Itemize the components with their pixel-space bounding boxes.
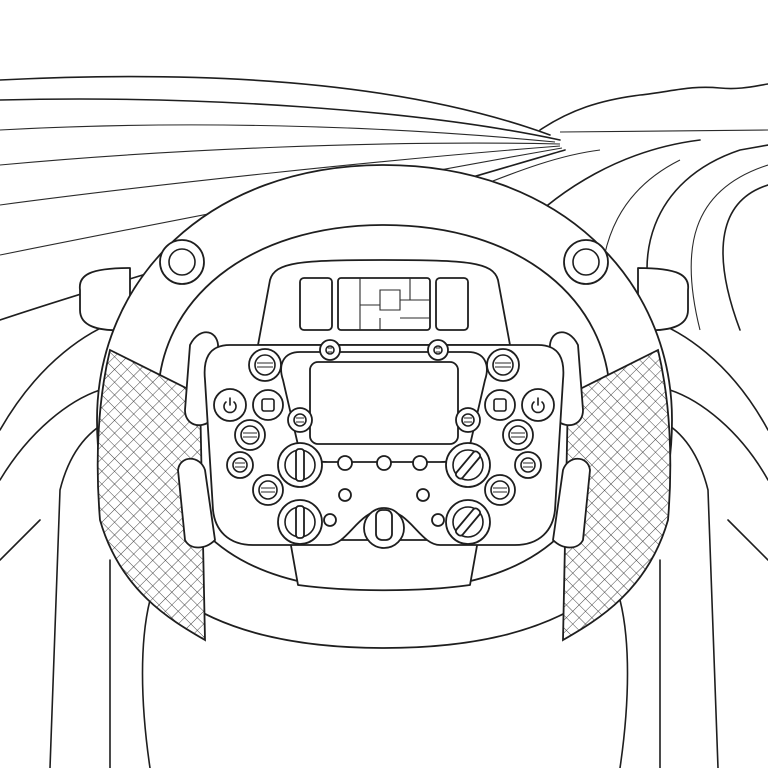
rim-knob-right[interactable] [563, 239, 609, 285]
button[interactable] [514, 451, 542, 479]
small-button[interactable] [323, 513, 337, 527]
small-button[interactable] [376, 455, 392, 471]
center-screen [309, 361, 459, 445]
square-button[interactable] [252, 389, 284, 421]
small-button[interactable] [416, 488, 430, 502]
shift-lights-left [299, 277, 333, 331]
rim-knob-left[interactable] [159, 239, 205, 285]
small-button[interactable] [431, 513, 445, 527]
square-button[interactable] [484, 389, 516, 421]
cockpit [0, 319, 768, 768]
road-line [0, 75, 551, 136]
road-curve [690, 164, 768, 331]
button[interactable] [248, 348, 282, 382]
power-button[interactable] [521, 388, 555, 422]
small-button[interactable] [319, 339, 341, 361]
road-line [0, 124, 556, 143]
button[interactable] [226, 451, 254, 479]
cockpit-left-side [0, 319, 151, 768]
small-button[interactable] [412, 455, 428, 471]
button[interactable] [502, 419, 534, 451]
left-paddle-lower[interactable] [177, 457, 216, 549]
horizon-line [559, 129, 768, 133]
small-button[interactable] [427, 339, 449, 361]
button[interactable] [455, 407, 481, 433]
small-button[interactable] [337, 455, 353, 471]
rotary-knob[interactable] [277, 499, 323, 545]
button[interactable] [484, 474, 516, 506]
cockpit-right-side [619, 319, 768, 768]
small-button[interactable] [338, 488, 352, 502]
button[interactable] [234, 419, 266, 451]
right-paddle-lower[interactable] [552, 457, 591, 549]
lower-spoke [289, 539, 479, 592]
hills [539, 83, 768, 131]
road-line [0, 98, 561, 141]
button[interactable] [287, 407, 313, 433]
right-grip-hatched [562, 348, 672, 642]
shift-lights-right [435, 277, 469, 331]
left-grip-hatched [96, 348, 206, 642]
button[interactable] [486, 348, 520, 382]
road-line [0, 145, 561, 206]
road-line [0, 142, 561, 166]
button[interactable] [252, 474, 284, 506]
power-button[interactable] [213, 388, 247, 422]
rotary-knob[interactable] [445, 442, 491, 488]
road-curve [722, 184, 768, 331]
rotary-knob[interactable] [277, 442, 323, 488]
rotary-knob[interactable] [445, 499, 491, 545]
center-rotary-selector[interactable] [363, 507, 405, 549]
top-lcd-display [337, 277, 431, 331]
